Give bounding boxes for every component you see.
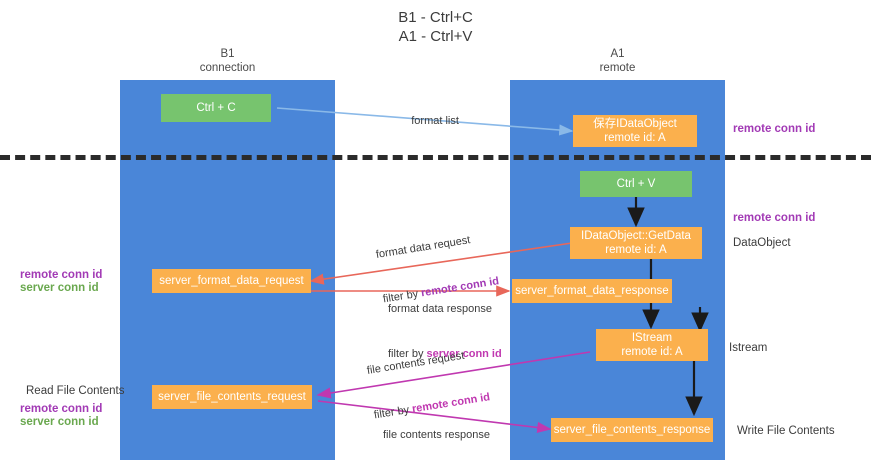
left-label-remote-conn-id-1: remote conn id [20,269,103,281]
node-server-file-contents-request[interactable]: server_file_contents_request [152,385,312,409]
node-istream[interactable]: IStream remote id: A [596,329,708,361]
node-server-format-data-response[interactable]: server_format_data_response [512,279,672,303]
edge-label-format-data-request-line1: format data request [375,234,472,261]
right-label-remote-conn-id-top: remote conn id [733,123,816,135]
left-label-server-conn-id-1: server conn id [20,282,99,294]
filter-server-conn-id: server conn id [426,348,502,360]
node-server-file-contents-response[interactable]: server_file_contents_response [551,418,713,442]
edge-label-file-contents-request-line1: file contents request [366,349,466,377]
column-header-a1: A1 remote [599,48,636,74]
page-title: B1 - Ctrl+C A1 - Ctrl+V [398,9,473,45]
filter-by-prefix: filter by [388,348,427,360]
left-label-server-conn-id-2: server conn id [20,416,99,428]
right-label-write-file-contents: Write File Contents [737,425,835,437]
right-label-remote-conn-id-mid: remote conn id [733,212,816,224]
phase-divider [0,155,871,160]
node-ctrl-v[interactable]: Ctrl + V [580,171,692,197]
edge-label-format-list: format list [399,99,459,144]
edge-label-format-data-response-line2: filter by server conn id [388,347,502,362]
edge-label-format-data-response-line1: format data response [388,303,492,315]
left-label-remote-conn-id-2: remote conn id [20,403,103,415]
node-server-format-data-request[interactable]: server_format_data_request [152,269,311,293]
right-label-dataobject: DataObject [733,237,791,249]
edge-label-format-data-response: format data response filter by server co… [388,272,502,392]
edge-label-file-contents-response: file contents response filter by server … [383,398,497,467]
column-header-b1: B1 connection [199,48,256,74]
node-save-idataobject[interactable]: 保存IDataObject remote id: A [573,115,697,147]
edge-label-file-contents-response-line1: file contents response [383,429,491,441]
node-ctrl-c[interactable]: Ctrl + C [161,94,271,122]
right-label-istream: Istream [729,342,768,354]
edge-label-format-list-text: format list [411,115,459,127]
node-idataobject-getdata[interactable]: IDataObject::GetData remote id: A [570,227,702,259]
left-label-read-file-contents: Read File Contents [26,385,125,397]
